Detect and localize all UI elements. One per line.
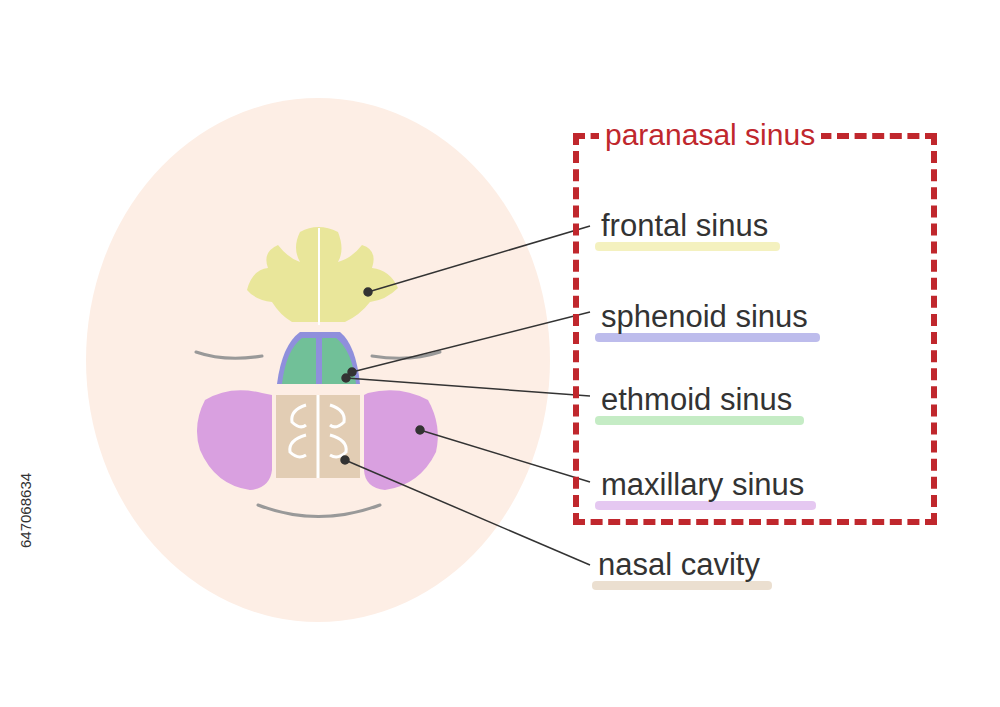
nasal-conchae xyxy=(290,405,346,457)
frontal-sinus xyxy=(247,227,398,322)
frontal-septum xyxy=(318,228,320,325)
head-outline xyxy=(86,98,550,622)
highlight-band xyxy=(595,333,820,342)
part-label: maxillary sinus xyxy=(601,466,804,504)
highlight-band xyxy=(595,416,804,425)
part-label: ethmoid sinus xyxy=(601,381,792,419)
part-label: nasal cavity xyxy=(598,546,760,584)
part-label: frontal sinus xyxy=(601,207,768,245)
part-label: sphenoid sinus xyxy=(601,298,808,336)
nasal-cavity xyxy=(276,395,360,478)
maxillary-sinus-right xyxy=(197,390,272,490)
stock-id-watermark: 647068634 xyxy=(17,473,34,548)
nasal-septum xyxy=(317,395,320,478)
sphenoid-sinus-label: sphenoid sinus xyxy=(601,298,808,336)
ethmoid-sinus-label: ethmoid sinus xyxy=(601,381,792,419)
sphenoid-sinus xyxy=(277,332,360,384)
mouth-line xyxy=(258,505,380,517)
sinus-group-box: paranasal sinusfrontal sinussphenoid sin… xyxy=(573,133,937,525)
highlight-band xyxy=(595,242,780,251)
maxillary-sinus-label: maxillary sinus xyxy=(601,466,804,504)
highlight-band xyxy=(592,581,772,590)
maxillary-sinus-left xyxy=(364,390,438,490)
right-eye-line xyxy=(196,352,262,358)
ethmoid-sinus xyxy=(282,338,356,384)
highlight-band xyxy=(595,501,816,510)
frontal-sinus-label: frontal sinus xyxy=(601,207,768,245)
nasal-cavity-label: nasal cavity xyxy=(598,546,760,584)
group-title: paranasal sinus xyxy=(599,115,821,155)
leader-lines xyxy=(341,226,590,565)
